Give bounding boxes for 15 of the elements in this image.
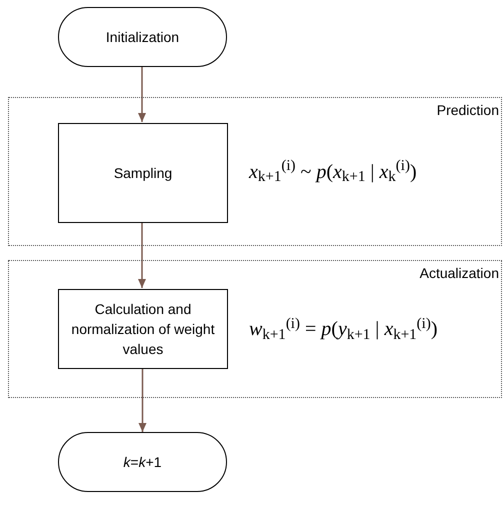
group-title: Prediction — [436, 101, 499, 120]
process-box — [58, 123, 228, 223]
arrow — [138, 368, 146, 432]
group-title: Actualization — [420, 264, 499, 283]
formula: x$_{k+1}$$^{(i)}$ ~ p(x$_{k+1}$ | x$_{k}$$^{(i)}$) — [249, 157, 417, 186]
node-label: Calculation and normalization of weight values — [70, 300, 216, 359]
arrow — [138, 222, 146, 288]
dotted-group-frame — [8, 260, 502, 398]
process-box — [58, 289, 228, 369]
arrow — [138, 67, 146, 122]
node-label: Initialization — [106, 28, 180, 46]
formula: w$_{k+1}$$^{(i)}$ = p(y$_{k+1}$ | x$_{k+1}$$^{(i)}$) — [249, 314, 438, 344]
dotted-group-frame — [8, 97, 502, 246]
node-label: k=k+1 — [123, 452, 162, 472]
node-label: Sampling — [114, 164, 172, 183]
